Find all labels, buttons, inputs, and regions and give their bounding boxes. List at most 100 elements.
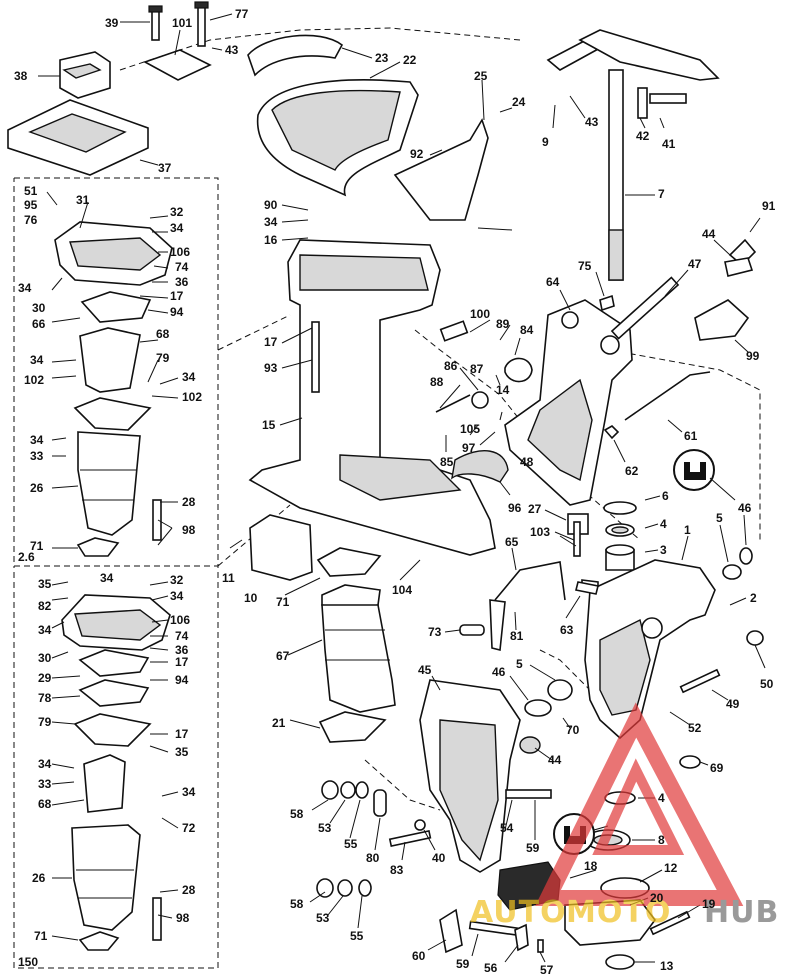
callout: 12: [664, 861, 678, 875]
callout: 71: [34, 929, 48, 943]
callout: 30: [32, 301, 46, 315]
callout: 52: [688, 721, 702, 735]
upper-kit-parts: [46, 191, 179, 557]
callout: 33: [30, 449, 44, 463]
watermark-hub: HUB: [704, 895, 779, 930]
callout: 21: [272, 716, 286, 730]
callout: 38: [14, 69, 28, 83]
callout: 85: [440, 455, 454, 469]
callout: 59: [456, 957, 470, 971]
callout: 99: [746, 349, 760, 363]
callout: 90: [264, 198, 278, 212]
callout: 34: [182, 370, 196, 384]
callout: 74: [175, 260, 189, 274]
callout: 81: [510, 629, 524, 643]
callout: 32: [170, 573, 184, 587]
callout: 42: [636, 129, 650, 143]
callout: 74: [175, 629, 189, 643]
callout: 34: [170, 221, 184, 235]
group-label-2-6: 2.6: [18, 550, 35, 564]
watermark-inner-triangle: [592, 758, 685, 855]
callout: 82: [38, 599, 52, 613]
callout: 55: [344, 837, 358, 851]
callout: 30: [38, 651, 52, 665]
callout: 91: [762, 199, 776, 213]
callout: 34: [100, 571, 114, 585]
callout: 34: [30, 433, 44, 447]
callout: 86: [444, 359, 458, 373]
watermark-auto: AUTO: [470, 895, 567, 930]
callout: 17: [175, 727, 189, 741]
callout: 105: [460, 422, 480, 436]
callout: 35: [38, 577, 52, 591]
callout: 100: [470, 307, 490, 321]
callout: 56: [484, 961, 498, 975]
callout: 98: [176, 911, 190, 925]
steering-shaft-group: [546, 29, 720, 281]
callout: 43: [225, 43, 239, 57]
callout: 1: [684, 523, 691, 537]
stern-bracket-upper: [581, 495, 766, 740]
cover-pieces-group: [247, 34, 513, 231]
callout: 16: [264, 233, 278, 247]
callout: 34: [18, 281, 32, 295]
callout: 71: [276, 595, 290, 609]
callout: 49: [726, 697, 740, 711]
callout: 53: [316, 911, 330, 925]
callout: 18: [584, 859, 598, 873]
callout: 94: [170, 305, 184, 319]
callout: 34: [38, 757, 52, 771]
callout: 83: [390, 863, 404, 877]
stern-bracket-left: [311, 664, 573, 873]
callout: 48: [520, 455, 534, 469]
callout: 9: [542, 135, 549, 149]
callout: 67: [276, 649, 290, 663]
callout: 98: [182, 523, 196, 537]
callout: 97: [462, 441, 476, 455]
callout: 4: [660, 517, 667, 531]
callout: 46: [738, 501, 752, 515]
callout: 47: [688, 257, 702, 271]
callout: 73: [428, 625, 442, 639]
callout: 58: [290, 807, 304, 821]
callout: 50: [760, 677, 774, 691]
callout: 66: [32, 317, 46, 331]
lower-kit-parts: [51, 581, 179, 951]
callout: 34: [30, 353, 44, 367]
callout: 33: [38, 777, 52, 791]
callout: 102: [24, 373, 44, 387]
callout: 34: [264, 215, 278, 229]
tool-symbol-icon: [673, 449, 715, 491]
callout: 28: [182, 883, 196, 897]
callout: 75: [578, 259, 592, 273]
callout: 27: [528, 502, 542, 516]
callout: 106: [170, 613, 190, 627]
callout: 23: [375, 51, 389, 65]
callout: 65: [505, 535, 519, 549]
callout: 76: [24, 213, 38, 227]
callout: 3: [660, 543, 667, 557]
callout: 6: [662, 489, 669, 503]
callout: 69: [710, 761, 724, 775]
callout: 77: [235, 7, 249, 21]
callout: 31: [76, 193, 90, 207]
swivel-bracket-group: [504, 217, 761, 506]
callout: 7: [658, 187, 665, 201]
callout: 95: [24, 198, 38, 212]
callout: 8: [658, 833, 665, 847]
callout: 93: [264, 361, 278, 375]
callout: 26: [32, 871, 46, 885]
callout: 62: [625, 464, 639, 478]
callout: 89: [496, 317, 510, 331]
callout: 59: [526, 841, 540, 855]
callout: 92: [410, 147, 424, 161]
callout: 53: [318, 821, 332, 835]
callout: 15: [262, 418, 276, 432]
callout: 4: [658, 791, 665, 805]
callout: 70: [566, 723, 580, 737]
callout: 55: [350, 929, 364, 943]
callout: 51: [24, 184, 38, 198]
callout: 19: [702, 897, 716, 911]
callout: 43: [585, 115, 599, 129]
callout: 17: [175, 655, 189, 669]
